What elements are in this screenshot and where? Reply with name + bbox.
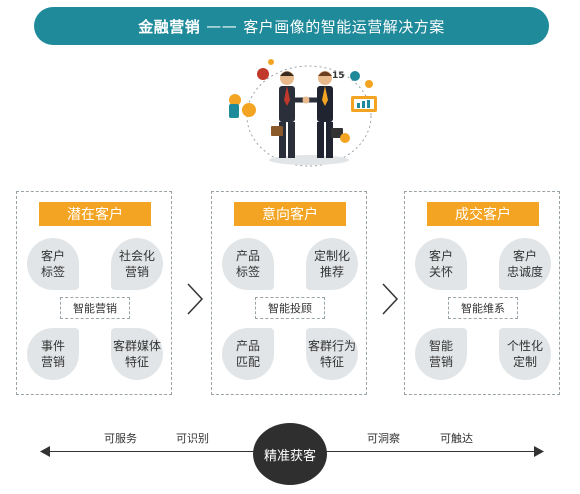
bubble: 智能 营销 — [415, 328, 467, 380]
bubble: 产品 标签 — [222, 238, 274, 290]
arrow-right-icon — [534, 446, 544, 457]
center-label: 智能投顾 — [255, 297, 325, 319]
axis-tag: 可识别 — [176, 432, 209, 445]
panel-title: 潜在客户 — [39, 202, 151, 226]
handshake-illustration: 15 — [229, 59, 377, 167]
chevron-right-icon — [382, 283, 399, 315]
title-bold: 金融营销 — [138, 17, 201, 36]
center-label: 智能营销 — [60, 297, 130, 319]
panel-potential-customers: 潜在客户 客户 标签 社会化 营销 事件 营销 客群媒体 特征 智能营销 — [16, 191, 172, 395]
panel-title: 成交客户 — [427, 202, 539, 226]
axis-center-label: 精准获客 — [263, 448, 316, 464]
bubble: 客户 关怀 — [415, 238, 467, 290]
title-dash: —— — [206, 17, 238, 35]
center-label: 智能维系 — [448, 297, 518, 319]
title-text: 客户画像的智能运营解决方案 — [243, 17, 445, 36]
arrow-left-icon — [40, 446, 50, 457]
axis-tag: 可洞察 — [367, 432, 400, 445]
bubble: 客群行为 特征 — [306, 328, 358, 380]
panel-title: 意向客户 — [234, 202, 346, 226]
bubble: 个性化 定制 — [499, 328, 551, 380]
title-banner: 金融营销 —— 客户画像的智能运营解决方案 — [34, 7, 549, 45]
axis-tag: 可触达 — [440, 432, 473, 445]
panel-intent-customers: 意向客户 产品 标签 定制化 推荐 产品 匹配 客群行为 特征 智能投顾 — [211, 191, 367, 395]
calendar-number: 15 — [332, 71, 345, 81]
bubble: 客户 标签 — [27, 238, 79, 290]
bubble: 产品 匹配 — [222, 328, 274, 380]
bubble: 社会化 营销 — [111, 238, 163, 290]
panel-closed-customers: 成交客户 客户 关怀 客户 忠诚度 智能 营销 个性化 定制 智能维系 — [404, 191, 560, 395]
axis-center-circle — [253, 423, 327, 485]
axis-tag: 可服务 — [104, 432, 137, 445]
chevron-right-icon — [187, 283, 204, 315]
bubble: 客户 忠诚度 — [499, 238, 551, 290]
bubble: 客群媒体 特征 — [111, 328, 163, 380]
bubble: 定制化 推荐 — [306, 238, 358, 290]
bubble: 事件 营销 — [27, 328, 79, 380]
